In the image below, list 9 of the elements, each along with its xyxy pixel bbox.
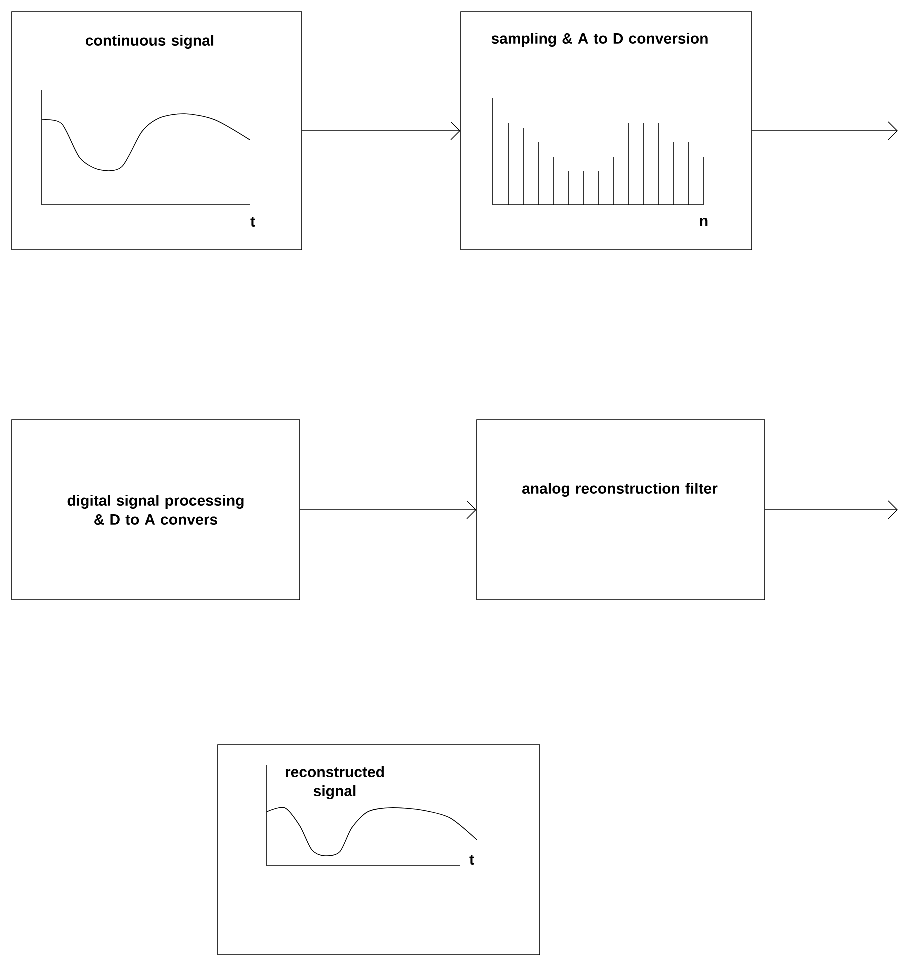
process-box: continuous signal t [12, 12, 302, 250]
arrow [752, 122, 898, 140]
arrow [302, 122, 461, 140]
arrow [300, 500, 477, 520]
process-box: reconstructed signal t [218, 744, 540, 956]
arrow [765, 500, 898, 520]
process-box: analog reconstruction filter [476, 420, 766, 600]
process-box: sampling & A to D conversion n [460, 12, 752, 250]
process-box: digital signal processing & D to A convers [12, 420, 300, 600]
